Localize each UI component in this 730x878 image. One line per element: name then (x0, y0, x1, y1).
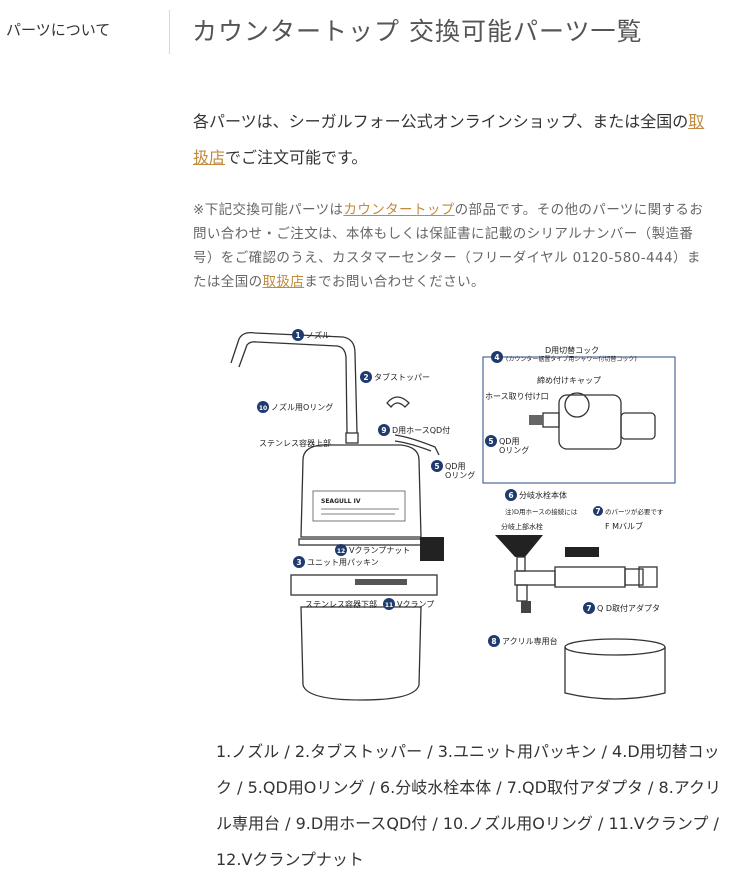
label-nozzle-oring: ノズル用Oリング (271, 402, 333, 412)
label-upper-faucet: 分岐上部水栓 (501, 522, 543, 531)
label-qd-oring-b-2: Oリング (499, 445, 529, 455)
dealer-link-2[interactable]: 取扱店 (262, 274, 305, 290)
badge-6: 6 (505, 489, 517, 501)
svg-text:2: 2 (363, 373, 368, 382)
label-d-switch-title: D用切替コック (545, 345, 599, 355)
part-item: 4.D用切替コック (216, 742, 720, 797)
svg-text:12: 12 (337, 548, 345, 555)
label-qd-oring: QD用 (445, 462, 465, 471)
badge-7a: 7 (593, 506, 603, 516)
label-unit-packing: ユニット用パッキン (307, 558, 379, 567)
label-branch-note-b: のパーツが必要です (605, 507, 664, 516)
label-tab-stopper: タブストッパー (374, 372, 430, 382)
label-tightening-cap: 締め付けキャップ (537, 375, 601, 385)
badge-9: 9 (378, 424, 390, 436)
svg-text:8: 8 (491, 637, 496, 646)
svg-text:5: 5 (488, 437, 493, 446)
badge-4: 4 (491, 351, 503, 363)
part-item: 11.Vクランプ (608, 814, 709, 833)
label-branch-valve: 分岐水栓本体 (519, 490, 567, 500)
v-clamp-drawing (290, 574, 438, 596)
part-item: 8.アクリル専用台 (216, 778, 721, 833)
svg-text:7: 7 (586, 604, 591, 613)
badge-3: 3 (293, 556, 305, 568)
badge-7b: 7 (583, 602, 595, 614)
note-middle: の部品です。その他のパーツに関するお問い合わせ・ご注文は、本体もしくは保証書に記… (193, 202, 704, 290)
svg-text:10: 10 (259, 405, 267, 412)
badge-12: 12 (335, 544, 347, 556)
badge-1: 1 (292, 329, 304, 341)
note-suffix: までお問い合わせください。 (304, 274, 485, 290)
intro-text-after: でご注文可能です。 (225, 148, 368, 167)
tab-stopper-drawing (386, 396, 410, 408)
part-item: 9.D用ホースQD付 (295, 814, 428, 833)
part-item: 6.分岐水栓本体 (379, 778, 492, 797)
badge-8: 8 (488, 635, 500, 647)
svg-text:6: 6 (508, 491, 513, 500)
label-fm-valve: F Mバルブ (605, 521, 643, 531)
part-item: 7.QD取付アダプタ (506, 778, 643, 797)
dealer-link[interactable]: 取扱店 (193, 112, 705, 167)
svg-text:7: 7 (595, 507, 600, 516)
label-acrylic-base: アクリル専用台 (502, 636, 558, 646)
intro-paragraph: 各パーツは、シーガルフォー公式オンラインショップ、または全国の取扱店でご注文可能… (193, 104, 713, 176)
badge-10: 10 (257, 401, 269, 413)
label-hose-port: ホース取り付け口 (485, 391, 549, 401)
label-nozzle: ノズル (306, 330, 330, 340)
nozzle-drawing (230, 331, 359, 444)
svg-text:11: 11 (385, 602, 393, 609)
parts-diagram: .ln { stroke:#333; stroke-width:1.3; fil… (230, 329, 676, 701)
badge-2: 2 (360, 371, 372, 383)
part-item: 2.タブストッパー (294, 742, 423, 761)
brand-label: SEAGULL IV (321, 498, 361, 505)
label-branch-note-a: 注)D用ホースの接続には (505, 507, 578, 516)
note-prefix: ※下記交換可能パーツは (193, 202, 344, 218)
label-steel-lower: ステンレス容器下部 (305, 599, 377, 609)
vertical-divider (169, 10, 170, 54)
label-v-clamp: Vクランプ (397, 600, 434, 609)
label-d-switch-sub: (カウンター据置タイプ用シャワー付切替コック) (506, 355, 637, 363)
d-switch-drawing (529, 392, 656, 450)
svg-text:3: 3 (296, 558, 301, 567)
svg-text:5: 5 (434, 462, 439, 471)
packing-drawing (298, 538, 426, 546)
part-item: 3.ユニット用パッキン (437, 742, 597, 761)
part-item: 12.Vクランプナット (216, 850, 364, 869)
label-qd-oring-2: Oリング (445, 470, 475, 480)
parts-list: 1.ノズル / 2.タブストッパー / 3.ユニット用パッキン / 4.D用切替… (216, 742, 721, 869)
sidebar-label[interactable]: パーツについて (6, 21, 111, 39)
part-item: 10.ノズル用Oリング (442, 814, 593, 833)
label-qd-oring-b: QD用 (499, 437, 519, 446)
label-v-clamp-nut: Vクランプナット (349, 546, 410, 555)
countertop-link[interactable]: カウンタートップ (343, 202, 455, 218)
label-steel-upper: ステンレス容器上部 (259, 438, 331, 448)
part-item: 1.ノズル (216, 742, 280, 761)
d-switch-callout (482, 356, 676, 484)
hose-drawing (394, 434, 440, 456)
clamp-nut-drawing (420, 537, 444, 561)
branch-faucet-drawing (495, 535, 658, 613)
badge-11: 11 (383, 598, 395, 610)
svg-text:1: 1 (295, 331, 300, 340)
badge-5b: 5 (485, 435, 497, 447)
svg-text:4: 4 (494, 353, 499, 362)
badge-5a: 5 (431, 460, 443, 472)
svg-text:9: 9 (381, 426, 386, 435)
lower-vessel-drawing (300, 606, 422, 701)
label-d-hose-qd: D用ホースQD付 (392, 425, 450, 435)
part-item: 5.QD用Oリング (247, 778, 365, 797)
page-title: カウンタートップ 交換可能パーツ一覧 (192, 17, 643, 46)
note-paragraph: ※下記交換可能パーツはカウンタートップの部品です。その他のパーツに関するお問い合… (193, 198, 713, 294)
upper-vessel-drawing: SEAGULL IV (300, 444, 422, 538)
label-qd-adapter: Q D取付アダプタ (597, 603, 660, 613)
acrylic-base-drawing (564, 638, 666, 700)
intro-text-before: 各パーツは、シーガルフォー公式オンラインショップ、または全国の (193, 112, 689, 131)
